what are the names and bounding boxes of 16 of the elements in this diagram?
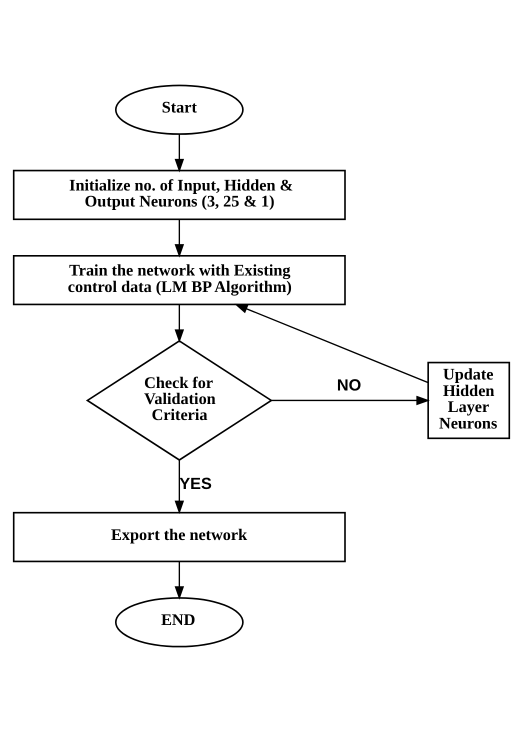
- node-box: Initialize no. of Input, Hidden & Output Neurons (3, 25 & 1): [12, 169, 346, 220]
- node-ellipse: END: [114, 596, 244, 647]
- arrow: [174, 304, 184, 342]
- node-box: Update Hidden Layer Neurons: [427, 361, 510, 439]
- arrow: [174, 460, 184, 514]
- node-diamond: Check for Validation Criteria: [86, 340, 273, 460]
- edge-label: NO: [336, 376, 362, 394]
- node-box: Export the network: [12, 511, 346, 562]
- node-ellipse: Start: [114, 84, 244, 134]
- arrow: [174, 134, 184, 172]
- node-box: Train the network with Existing control data (LM BP Algorithm): [12, 254, 346, 305]
- arrow: [174, 219, 184, 258]
- arrow: [234, 303, 428, 383]
- arrow: [271, 395, 430, 405]
- edge-label: YES: [179, 474, 212, 493]
- arrow: [174, 561, 184, 600]
